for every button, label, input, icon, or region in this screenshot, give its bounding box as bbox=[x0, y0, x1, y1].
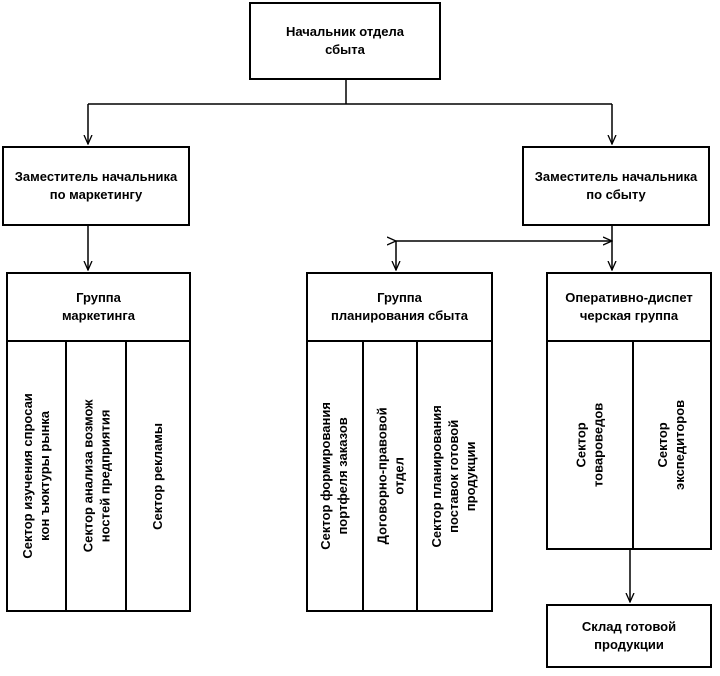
deputy-sales-line1: Заместитель начальника bbox=[534, 169, 698, 185]
warehouse-line2: продукции bbox=[594, 637, 664, 652]
deputy-marketing-line2: по маркетингу bbox=[49, 187, 143, 202]
sector-order-portfolio-line2: портфеля заказов bbox=[335, 417, 351, 535]
sector-merchandisers-line2: товароведов bbox=[590, 402, 605, 488]
head-of-sales-department: Начальник отдела сбыта bbox=[249, 2, 441, 80]
sector-capability-analysis-line2: ностей предприятия bbox=[97, 409, 113, 543]
sector-advertising-line1: Сектор рекламы bbox=[149, 422, 165, 530]
warehouse-line1: Склад готовой bbox=[581, 619, 677, 635]
dispatch-group-line1: Оперативно-диспет bbox=[565, 290, 693, 306]
sector-legal-department-line1: Договорно-правовой bbox=[374, 407, 390, 545]
deputy-marketing: Заместитель начальника по маркетингу bbox=[2, 146, 190, 226]
sector-supply-planning-line2: поставок готовой bbox=[446, 419, 462, 533]
sector-order-portfolio-line1: Сектор формирования bbox=[318, 402, 334, 550]
finished-goods-warehouse: Склад готовой продукции bbox=[546, 604, 712, 668]
deputy-sales: Заместитель начальника по сбыту bbox=[522, 146, 710, 226]
deputy-marketing-line1: Заместитель начальника bbox=[14, 169, 178, 185]
sector-forwarders-line1: Сектор bbox=[655, 422, 671, 468]
sector-supply-planning-line3: продукции bbox=[462, 441, 478, 511]
dispatch-group-line2: черская группа bbox=[579, 308, 679, 323]
sector-demand-research-line2: кон ъюктуры рынка bbox=[36, 411, 52, 541]
planning-group-line1: Группа bbox=[377, 290, 422, 306]
marketing-group-line1: Группа bbox=[76, 290, 121, 306]
sector-supply-planning-line1: Сектор планирования bbox=[429, 404, 445, 548]
marketing-group-line2: маркетинга bbox=[61, 308, 136, 323]
planning-group-header: Группа планирования сбыта bbox=[308, 274, 491, 342]
dispatch-group-header: Оперативно-диспет черская группа bbox=[548, 274, 710, 342]
planning-group-line2: планирования сбыта bbox=[331, 308, 468, 323]
marketing-group: Группа маркетинга Сектор изучения спросаи… bbox=[6, 272, 191, 612]
planning-group: Группа планирования сбыта Сектор формиров… bbox=[306, 272, 493, 612]
head-line1: Начальник отдела bbox=[285, 24, 405, 40]
sector-forwarders-line2: экспедиторов bbox=[672, 399, 687, 491]
head-line2: сбыта bbox=[325, 42, 365, 57]
sector-capability-analysis-line1: Сектор анализа возмож bbox=[80, 399, 96, 553]
sector-legal-department-line2: отдел bbox=[391, 457, 406, 495]
sector-advertising: Сектор рекламы bbox=[125, 342, 189, 610]
marketing-group-header: Группа маркетинга bbox=[8, 274, 189, 342]
sector-demand-research-line1: Сектор изучения спросаи bbox=[19, 393, 35, 559]
deputy-sales-line2: по сбыту bbox=[586, 187, 646, 202]
sector-merchandisers-line1: Сектор bbox=[573, 422, 589, 468]
